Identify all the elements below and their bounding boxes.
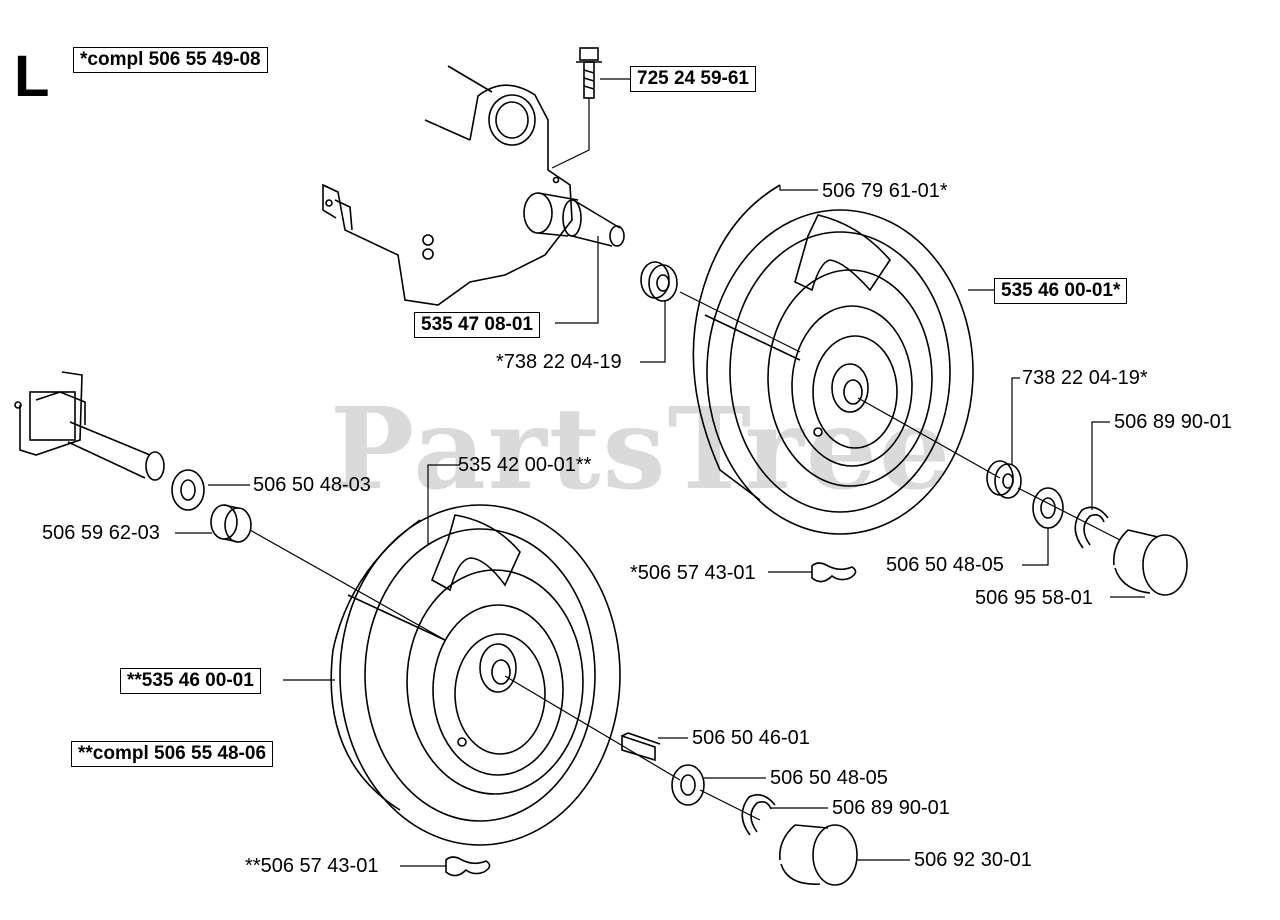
label-bolt: 725 24 59-61 (630, 66, 756, 92)
wheel-upper (692, 184, 974, 535)
label-tire-upper: 506 79 61-01* (822, 180, 948, 202)
label-washer-lower-inner: 506 50 48-03 (253, 474, 371, 496)
bolt-725-24-59-61 (576, 47, 602, 99)
label-pin-upper: *506 57 43-01 (630, 562, 756, 584)
axle-lower (14, 371, 165, 481)
pin-lower (445, 856, 491, 877)
wheel-lower (330, 504, 621, 846)
leader-lines (175, 78, 1145, 867)
label-cap-lower: 506 92 30-01 (914, 849, 1032, 871)
washer-lower-outer (671, 764, 705, 806)
label-wheel-lower: **535 46 00-01 (120, 668, 261, 694)
washer-lower-inner (171, 469, 205, 511)
label-bearing-upper-inner: *738 22 04-19 (496, 351, 622, 373)
label-tire-lower: 535 42 00-01** (458, 454, 592, 476)
label-axle-upper: 535 47 08-01 (414, 312, 540, 338)
bearing-upper-inner (640, 261, 678, 302)
cap-lower (778, 824, 858, 886)
label-clip-lower: 506 89 90-01 (832, 797, 950, 819)
clip-upper (1074, 506, 1109, 549)
label-key-lower: 506 50 46-01 (692, 727, 810, 749)
key-lower (621, 732, 661, 762)
label-bushing-lower: 506 59 62-03 (42, 522, 160, 544)
bracket-upper (322, 65, 625, 306)
clip-lower (741, 794, 776, 836)
pin-upper (811, 562, 857, 583)
label-pin-lower: **506 57 43-01 (245, 855, 379, 877)
cap-upper (1112, 529, 1188, 596)
bearing-upper-outer (986, 460, 1022, 499)
label-washer-lower-outer: 506 50 48-05 (770, 767, 888, 789)
label-bearing-upper-outer: 738 22 04-19* (1022, 367, 1148, 389)
label-compl-lower: **compl 506 55 48-06 (71, 741, 274, 767)
label-compl-upper: *compl 506 55 49-08 (73, 47, 268, 73)
label-cap-upper: 506 95 58-01 (975, 587, 1093, 609)
bushing-lower (210, 504, 252, 543)
label-clip-upper: 506 89 90-01 (1114, 411, 1232, 433)
label-washer-upper-outer: 506 50 48-05 (886, 554, 1004, 576)
watermark: PartsTree (330, 384, 953, 515)
label-wheel-upper: 535 46 00-01* (994, 278, 1128, 304)
section-letter: L (14, 44, 50, 109)
